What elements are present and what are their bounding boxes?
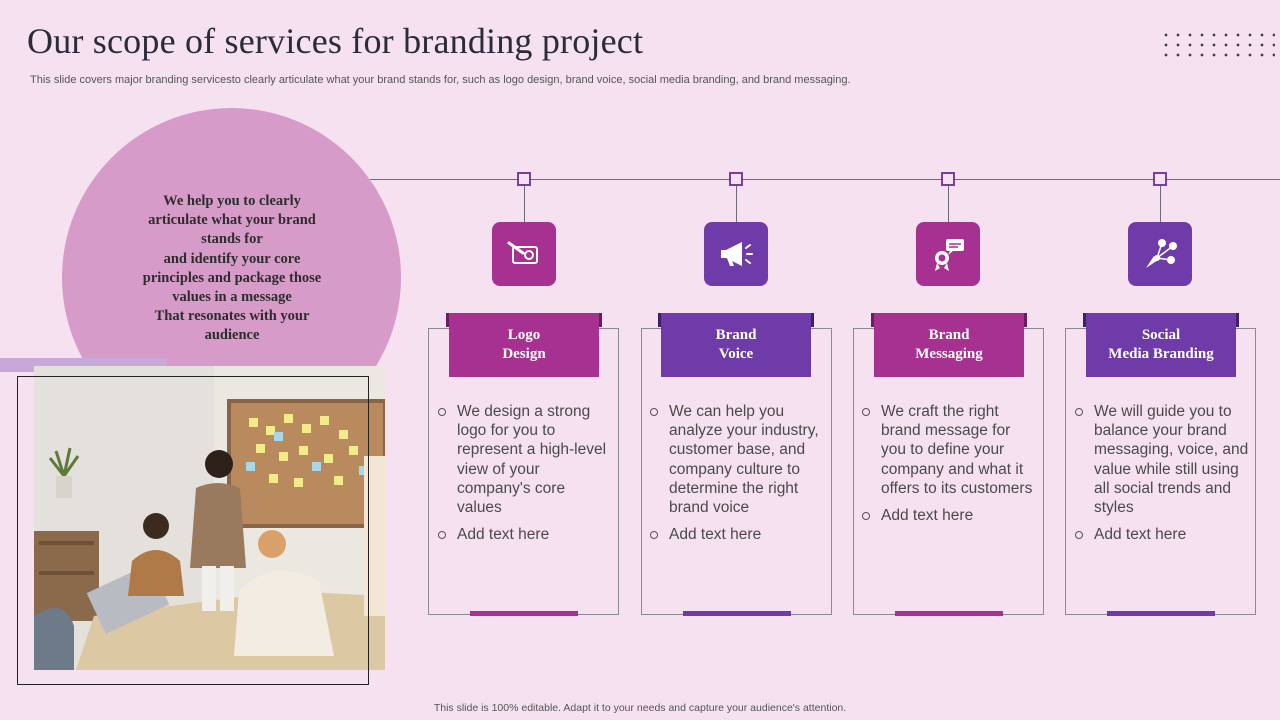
- bullet-text: Add text here: [1094, 526, 1187, 544]
- bullet-item: We design a strong logo for you to repre…: [438, 402, 613, 517]
- circle-line: audience: [204, 327, 260, 344]
- circle-line: That resonates with your: [154, 308, 310, 325]
- timeline-stem: [948, 186, 949, 222]
- bullet-text: Add text here: [669, 526, 762, 544]
- timeline-line: [370, 179, 1280, 180]
- social-network-icon: [1128, 222, 1192, 286]
- circle-line: and identify your core: [163, 250, 301, 267]
- service-title-line: Brand: [928, 327, 970, 343]
- bullet-circle-icon: [438, 408, 446, 416]
- card-bottom-accent: [470, 611, 578, 616]
- timeline-node: [941, 172, 955, 186]
- circle-line: stands for: [201, 231, 263, 248]
- bullet-circle-icon: [862, 512, 870, 521]
- service-title-line: Messaging: [915, 346, 983, 362]
- slide-title: Our scope of services for branding proje…: [27, 21, 644, 61]
- slide-subtitle: This slide covers major branding service…: [30, 74, 851, 86]
- service-title-line: Brand: [715, 327, 757, 343]
- service-bullets: We can help you analyze your industry, c…: [650, 402, 825, 552]
- circle-line: values in a message: [172, 289, 292, 306]
- bullet-text: We will guide you to balance your brand …: [1094, 403, 1249, 517]
- card-bottom-accent: [1107, 611, 1215, 616]
- bullet-text: We design a strong logo for you to repre…: [457, 403, 607, 517]
- service-bullets: We design a strong logo for you to repre…: [438, 402, 613, 552]
- bullet-circle-icon: [862, 408, 870, 416]
- bullet-circle-icon: [438, 531, 446, 540]
- timeline-stem: [524, 186, 525, 222]
- bullet-text: We craft the right brand message for you…: [881, 403, 1033, 497]
- bullet-item: Add text here: [650, 525, 825, 544]
- timeline-node: [1153, 172, 1167, 186]
- timeline-node: [517, 172, 531, 186]
- bullet-circle-icon: [1075, 531, 1083, 540]
- bullet-circle-icon: [1075, 408, 1083, 416]
- bullet-circle-icon: [650, 531, 658, 540]
- service-title-line: Logo: [507, 327, 541, 343]
- timeline-stem: [736, 186, 737, 222]
- service-title-line: Media Branding: [1108, 346, 1214, 362]
- megaphone-icon: [704, 222, 768, 286]
- bullet-item: Add text here: [438, 525, 613, 544]
- circle-line: articulate what your brand: [148, 212, 316, 229]
- decorative-dot-grid: [1160, 30, 1275, 60]
- timeline-node: [729, 172, 743, 186]
- timeline-stem: [1160, 186, 1161, 222]
- bullet-text: We can help you analyze your industry, c…: [669, 403, 819, 517]
- slide-footer: This slide is 100% editable. Adapt it to…: [433, 702, 847, 714]
- service-title-line: Design: [502, 346, 546, 362]
- bullet-text: Add text here: [881, 507, 974, 525]
- bullet-item: We craft the right brand message for you…: [862, 402, 1037, 498]
- bullet-circle-icon: [650, 408, 658, 416]
- team-meeting-photo: [34, 366, 385, 670]
- bullet-item: Add text here: [1075, 525, 1250, 544]
- service-title-line: Voice: [718, 346, 754, 362]
- circle-line: principles and package those: [142, 269, 322, 286]
- circle-line: We help you to clearly: [163, 193, 301, 209]
- bullet-item: We will guide you to balance your brand …: [1075, 402, 1250, 517]
- card-bottom-accent: [895, 611, 1003, 616]
- logo-design-icon: [492, 222, 556, 286]
- bullet-item: We can help you analyze your industry, c…: [650, 402, 825, 517]
- service-bullets: We will guide you to balance your brand …: [1075, 402, 1250, 552]
- award-message-icon: [916, 222, 980, 286]
- card-bottom-accent: [683, 611, 791, 616]
- photo-frame: [17, 376, 369, 685]
- bullet-text: Add text here: [457, 526, 550, 544]
- service-title-line: Social: [1141, 327, 1181, 343]
- service-bullets: We craft the right brand message for you…: [862, 402, 1037, 533]
- bullet-item: Add text here: [862, 506, 1037, 525]
- circle-statement: We help you to clearly articulate what y…: [112, 192, 352, 346]
